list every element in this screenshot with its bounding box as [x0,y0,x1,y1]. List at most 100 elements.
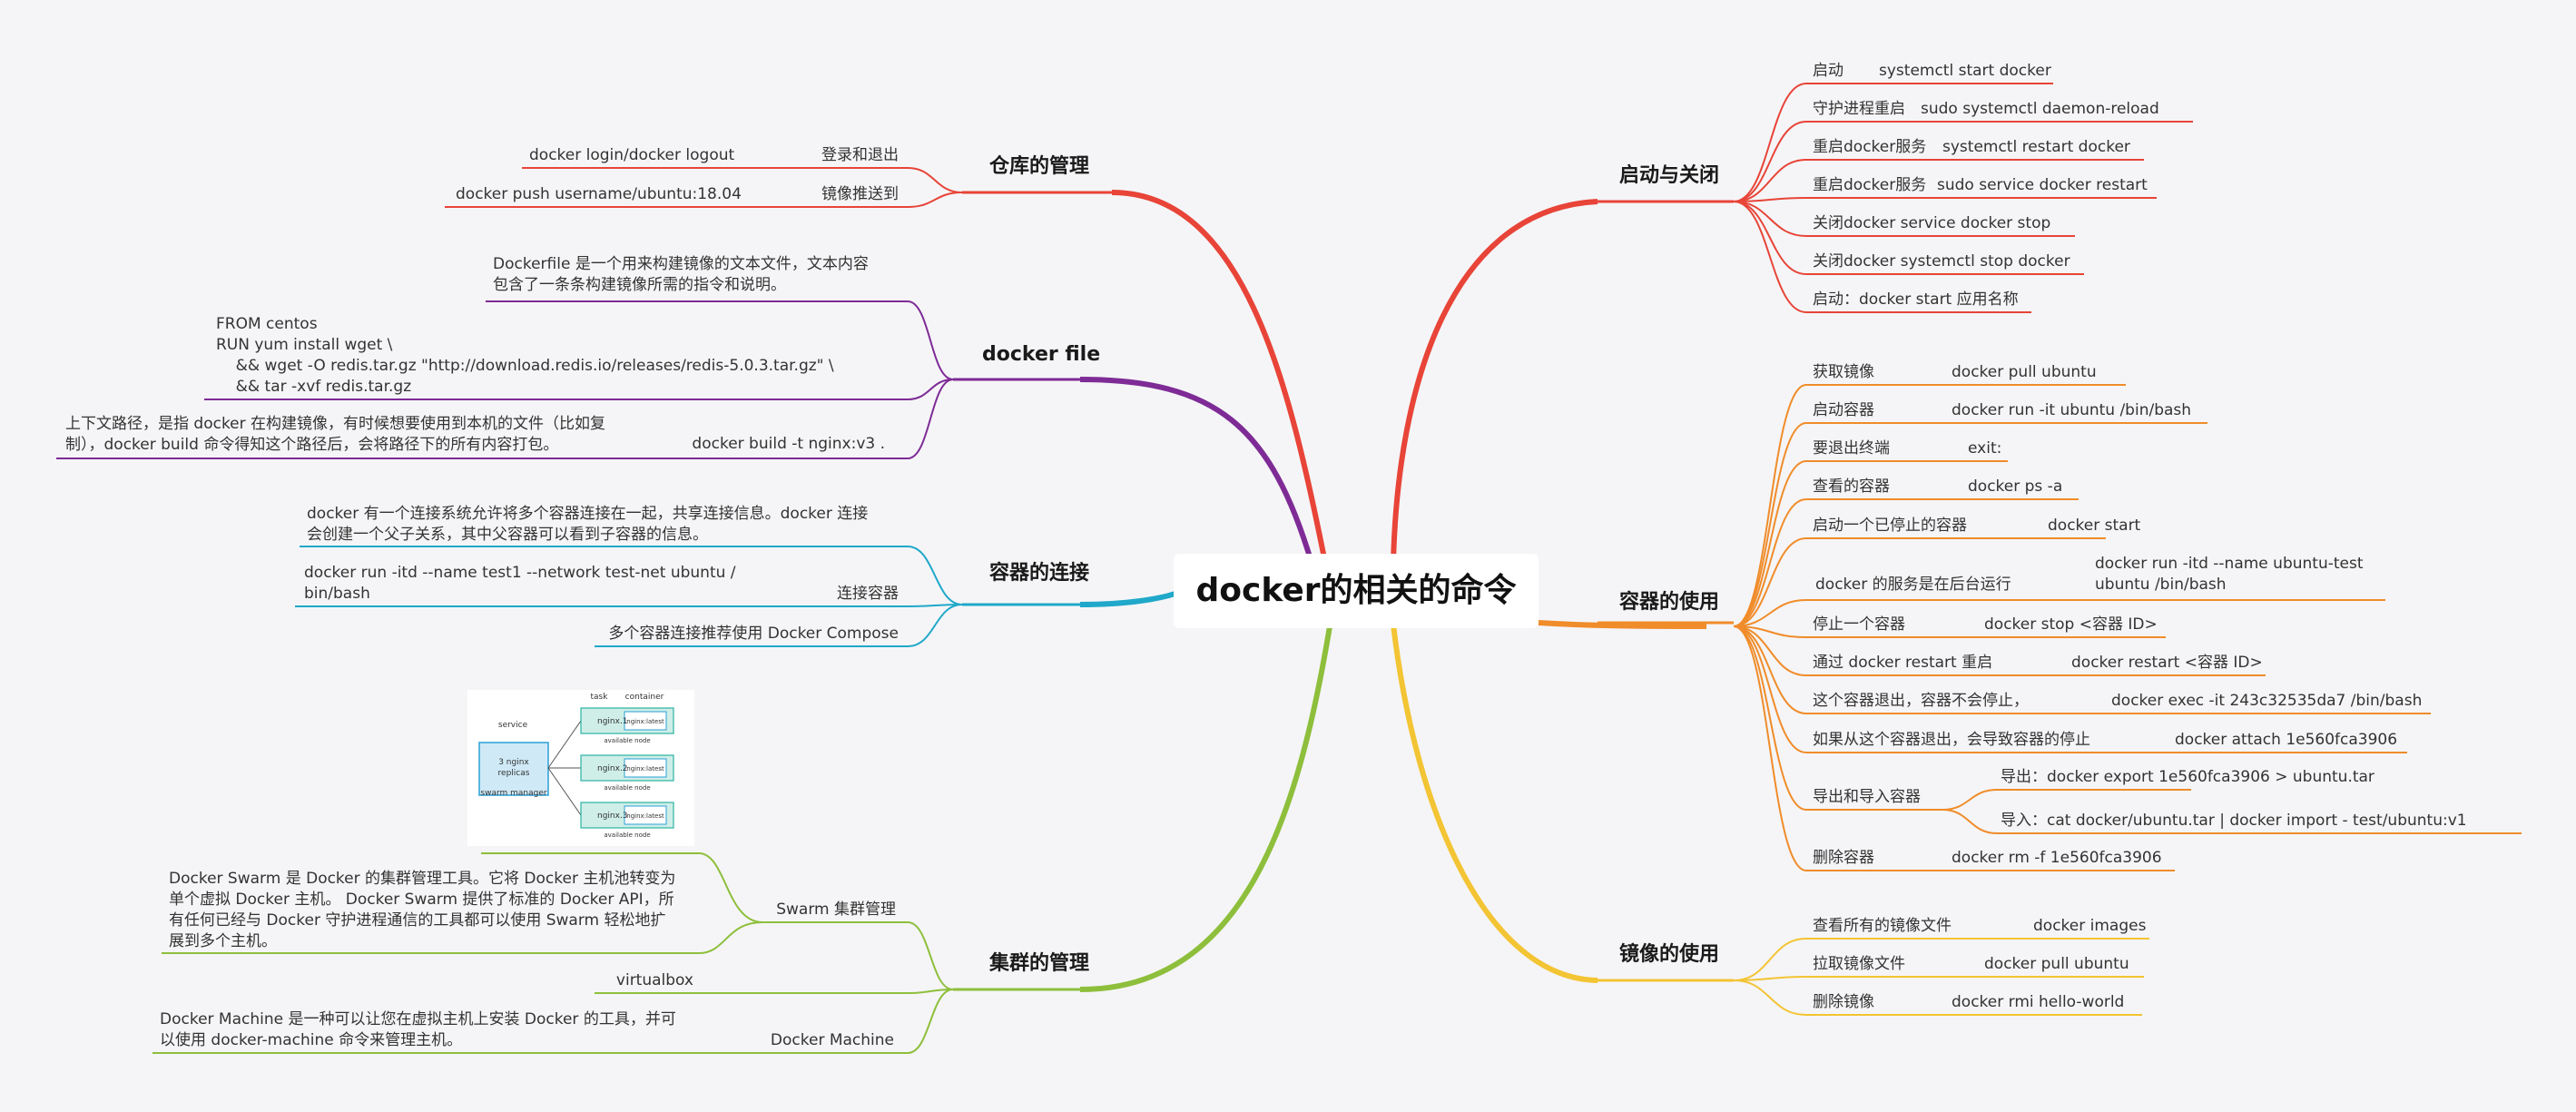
dockerfile-code-3: && tar -xvf redis.tar.gz [216,378,411,396]
trunk-dockerfile [1080,379,1312,563]
image-item-1-label: 拉取镜像文件 [1813,955,1905,973]
container-item-1-cmd: docker run -it ubuntu /bin/bash [1952,401,2191,419]
dockerfile-code-2: && wget -O redis.tar.gz "http://download… [216,357,834,375]
cluster-swarm-desc-3: 展到多个主机。 [169,932,277,950]
cluster-swarm-label: Swarm 集群管理 [776,900,896,919]
container-item-9-cmd: docker attach 1e560fca3906 [2175,731,2397,749]
repo-item-0-label: 登录和退出 [821,146,899,164]
swarm-diagram-container: container [625,693,664,702]
swarm-diagram-task: task [591,693,609,702]
container-item-6-cmd: docker stop <容器 ID> [1984,615,2158,634]
trunk-cluster [1080,626,1330,989]
image-item-0-label: 查看所有的镜像文件 [1813,917,1952,935]
image-item-0-cmd: docker images [2033,917,2147,935]
swarm-diagram-replicas-1: replicas [498,769,530,778]
cluster-machine-label: Docker Machine [771,1031,894,1049]
link-compose: 多个容器连接推荐使用 Docker Compose [608,624,899,643]
start-item-0-label: 启动 [1813,62,1844,80]
container-item-6-label: 停止一个容器 [1813,615,1905,634]
branch-title-container[interactable]: 容器的使用 [1619,590,1719,614]
container-item-4-label: 启动一个已停止的容器 [1813,517,1967,535]
repo-item-1-label: 镜像推送到 [821,185,899,203]
swarm-image-3: nginx:latest [626,812,664,820]
swarm-task-1: nginx.1 [597,717,628,726]
cluster-virtualbox: virtualbox [616,971,693,989]
swarm-node-1: available node [604,737,650,744]
swarm-node-2: available node [604,784,650,792]
container-item-10-sub-0: 导出：docker export 1e560fca3906 > ubuntu.t… [2001,768,2374,786]
link-run-cmd-0: docker run -itd --name test1 --network t… [304,564,736,582]
container-item-3-cmd: docker ps -a [1968,477,2062,496]
link-desc-1: 会创建一个父子关系，其中父容器可以看到子容器的信息。 [307,526,708,544]
cluster-swarm-desc-0: Docker Swarm 是 Docker 的集群管理工具。它将 Docker … [169,870,675,888]
start-item-2-label: 重启docker服务 [1813,138,1926,156]
swarm-task-2: nginx.2 [597,764,628,773]
start-item-3-cmd: sudo service docker restart [1937,176,2148,194]
swarm-diagram-replicas-0: 3 nginx [498,758,529,767]
cluster-machine-desc-1: 以使用 docker-machine 命令来管理主机。 [160,1030,462,1049]
repo-item-0-cmd: docker login/docker logout [529,146,734,164]
start-item-3-label: 重启docker服务 [1813,176,1926,194]
trunk-link [1080,592,1180,605]
branch-title-cluster[interactable]: 集群的管理 [988,951,1089,975]
start-item-4-label: 关闭docker service docker stop [1813,214,2050,232]
container-item-7-cmd: docker restart <容器 ID> [2071,654,2263,672]
start-item-0-cmd: systemctl start docker [1879,62,2051,80]
root-title: docker的相关的命令 [1196,571,1518,609]
cluster-swarm-desc-1: 单个虚拟 Docker 主机。 Docker Swarm 提供了标准的 Dock… [169,891,674,909]
container-item-5-cmd: docker run -itd --name ubuntu-test [2095,555,2364,573]
repo-item-1-cmd: docker push username/ubuntu:18.04 [456,185,742,203]
container-item-5-label: docker 的服务是在后台运行 [1815,576,2011,594]
start-item-2-cmd: systemctl restart docker [1942,138,2130,156]
container-item-2-cmd: exit: [1968,439,2001,458]
swarm-diagram-manager: swarm manager [480,789,546,798]
swarm-image-1: nginx:latest [626,718,664,725]
container-item-11-cmd: docker rm -f 1e560fca3906 [1952,849,2162,867]
branch-title-dockerfile[interactable]: docker file [982,343,1100,366]
image-item-2-label: 删除镜像 [1813,993,1874,1011]
link-desc-0: docker 有一个连接系统允许将多个容器连接在一起，共享连接信息。docker… [307,505,868,523]
branch-title-image[interactable]: 镜像的使用 [1619,942,1719,966]
container-item-0-label: 获取镜像 [1813,363,1874,381]
container-item-4-cmd: docker start [2048,517,2141,535]
container-item-0-cmd: docker pull ubuntu [1952,363,2097,381]
container-item-7-label: 通过 docker restart 重启 [1813,654,1992,672]
link-run-label: 连接容器 [837,585,899,603]
swarm-node-3: available node [604,832,650,839]
container-item-1-label: 启动容器 [1813,401,1874,419]
container-item-10-sub-1: 导入：cat docker/ubuntu.tar | docker import… [2001,812,2467,830]
swarm-task-3: nginx.3 [597,812,628,821]
container-item-5-cmd2: ubuntu /bin/bash [2095,576,2227,594]
image-item-1-cmd: docker pull ubuntu [1984,955,2129,973]
dockerfile-build-note-1: 制），docker build 命令得知这个路径后，会将路径下的所有内容打包。 [65,436,558,454]
container-item-8-cmd: docker exec -it 243c32535da7 /bin/bash [2111,692,2422,710]
swarm-diagram-service: service [498,721,528,730]
swarm-image-2: nginx:latest [626,765,664,772]
container-item-8-label: 这个容器退出，容器不会停止， [1813,692,2029,710]
dockerfile-desc-0: Dockerfile 是一个用来构建镜像的文本文件，文本内容 [493,255,869,273]
start-item-1-cmd: sudo systemctl daemon-reload [1921,100,2159,118]
dockerfile-code-0: FROM centos [216,315,318,333]
link-run-cmd-1: bin/bash [304,585,370,603]
branch-title-repo[interactable]: 仓库的管理 [988,154,1089,178]
start-item-5-label: 关闭docker systemctl stop docker [1813,252,2070,271]
branch-title-start[interactable]: 启动与关闭 [1619,163,1719,187]
dockerfile-build-note-0: 上下文路径，是指 docker 在构建镜像，有时候想要使用到本机的文件（比如复 [65,414,605,433]
cluster-swarm-desc-2: 有任何已经与 Docker 守护进程通信的工具都可以使用 Swarm 轻松地扩 [169,910,666,930]
container-item-11-label: 删除容器 [1813,849,1874,867]
image-item-2-cmd: docker rmi hello-world [1952,993,2124,1011]
dockerfile-desc-1: 包含了一条条构建镜像所需的指令和说明。 [493,276,786,294]
container-item-2-label: 要退出终端 [1813,439,1890,458]
trunk-start [1393,202,1598,563]
branch-title-link[interactable]: 容器的连接 [989,561,1089,585]
trunk-image [1393,625,1598,980]
start-item-6-label: 启动：docker start 应用名称 [1813,290,2019,309]
swarm-diagram: service 3 nginx replicas swarm manager t… [467,690,694,846]
dockerfile-build-label: docker build -t nginx:v3 . [692,435,885,453]
container-item-10-label: 导出和导入容器 [1813,788,1921,806]
cluster-machine-desc-0: Docker Machine 是一种可以让您在虚拟主机上安装 Docker 的工… [160,1010,676,1028]
container-item-3-label: 查看的容器 [1813,477,1890,496]
dockerfile-code-1: RUN yum install wget \ [216,336,393,354]
start-item-1-label: 守护进程重启 [1813,100,1905,118]
